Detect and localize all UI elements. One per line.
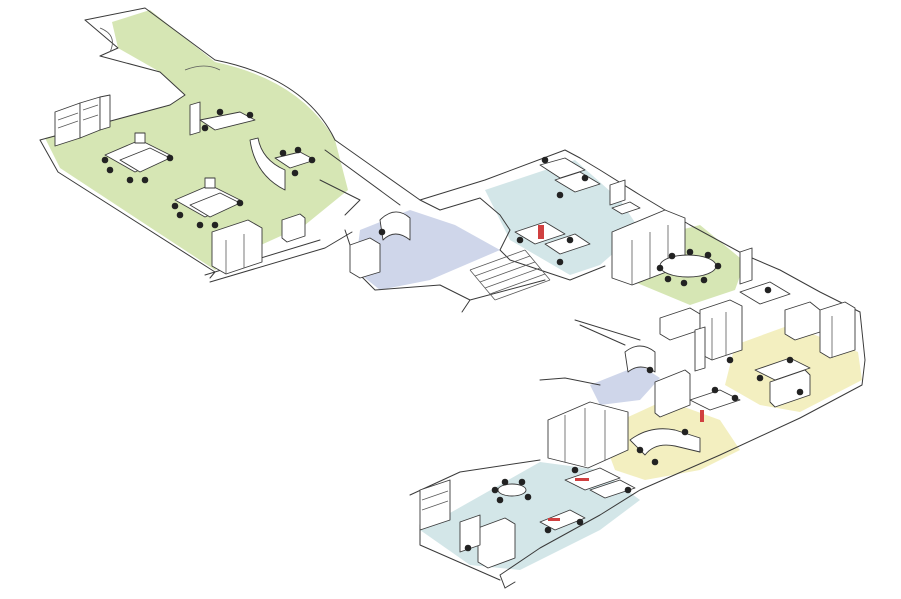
zone-team-office-north xyxy=(485,160,640,275)
furniture-reception xyxy=(349,211,411,279)
furniture-south xyxy=(419,345,741,569)
furniture-meeting xyxy=(656,248,722,341)
furniture-east xyxy=(694,247,856,408)
zone-open-plan-workstations xyxy=(45,10,348,270)
walls xyxy=(39,7,866,589)
furniture-open-plan xyxy=(54,94,316,275)
stairs xyxy=(469,249,551,301)
zone-circulation-south xyxy=(590,365,660,405)
furniture-team-north xyxy=(514,156,686,286)
